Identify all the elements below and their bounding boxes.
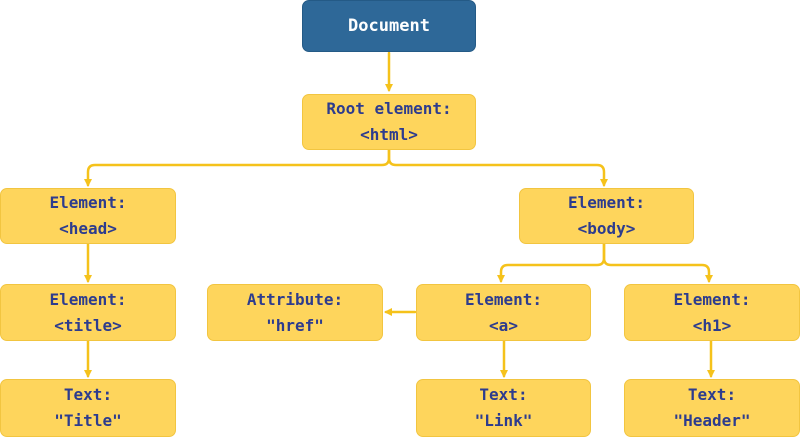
body-element-node-value: <body>	[577, 219, 636, 238]
document-node: Document	[302, 0, 476, 52]
link-text-node: Text: "Link"	[416, 379, 591, 437]
attribute-node-label: Attribute:	[246, 289, 344, 309]
body-element-node: Element: <body>	[519, 188, 694, 244]
h1-element-node-label: Element:	[673, 289, 751, 309]
a-element-node: Element: <a>	[416, 284, 591, 341]
title-text-node-value: "Title"	[54, 411, 122, 430]
a-element-node-value: <a>	[489, 315, 518, 335]
attribute-node: Attribute: "href"	[207, 284, 383, 341]
connector-body-h1	[602, 242, 713, 283]
root-element-node-value: <html>	[360, 125, 418, 144]
connector-root-head	[84, 148, 391, 187]
h1-element-node: Element: <h1>	[624, 284, 800, 341]
title-element-node-value: <title>	[54, 315, 122, 335]
body-element-node-label: Element:	[567, 193, 646, 212]
h1-element-node-value: <h1>	[692, 315, 732, 335]
title-text-node: Text: "Title"	[0, 379, 176, 437]
document-node-label: Document	[348, 16, 430, 36]
link-text-node-label: Text:	[479, 385, 528, 404]
link-text-node-value: "Link"	[474, 411, 533, 430]
head-element-node: Element: <head>	[0, 188, 176, 244]
root-element-node-label: Root element:	[326, 99, 452, 118]
connector-body-a	[497, 242, 606, 283]
head-element-node-value: <head>	[59, 219, 117, 238]
title-element-node-label: Element:	[49, 289, 127, 309]
title-text-node-label: Text:	[63, 385, 113, 404]
head-element-node-label: Element:	[49, 193, 127, 212]
header-text-node-value: "Header"	[673, 411, 751, 430]
header-text-node: Text: "Header"	[624, 379, 800, 437]
header-text-node-label: Text:	[687, 385, 737, 404]
root-element-node: Root element: <html>	[302, 94, 476, 150]
title-element-node: Element: <title>	[0, 284, 176, 341]
attribute-node-value: "href"	[266, 315, 324, 335]
connector-root-body	[387, 148, 608, 187]
a-element-node-label: Element:	[464, 289, 543, 309]
